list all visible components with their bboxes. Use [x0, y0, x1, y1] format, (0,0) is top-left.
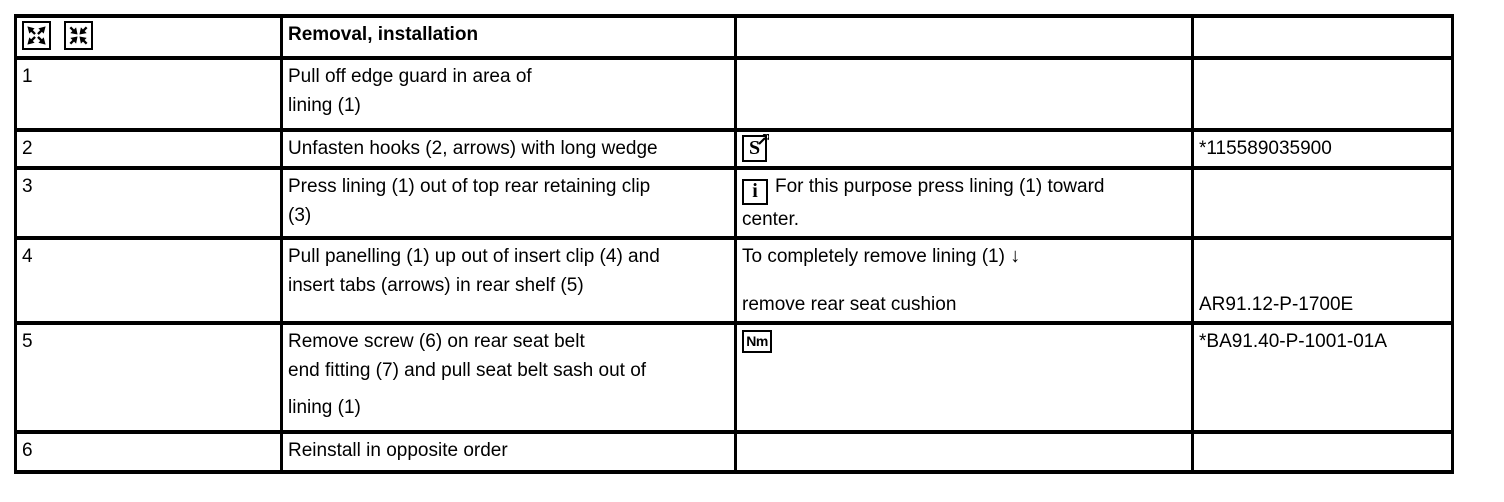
- reference-cell: [1191, 166, 1454, 240]
- step-number: 4: [22, 245, 33, 267]
- step-number: 5: [22, 330, 33, 352]
- step-number-cell: 5: [14, 320, 283, 434]
- note-text-top: To completely remove lining (1): [742, 245, 1005, 267]
- reference-cell: [1191, 429, 1454, 474]
- reference-cell: *115589035900: [1191, 128, 1454, 170]
- instruction-line: (3): [288, 205, 312, 226]
- note-cell: [734, 56, 1194, 132]
- arrow-down-icon: ↓: [1010, 244, 1021, 267]
- step-number: 6: [22, 439, 33, 461]
- instruction-line: Pull panelling (1) up out of insert clip…: [288, 245, 660, 267]
- step-number-cell: 2: [14, 128, 283, 170]
- instruction-cell: Remove screw (6) on rear seat belt end f…: [280, 320, 737, 434]
- table-row: 4 Pull panelling (1) up out of insert cl…: [14, 235, 1454, 325]
- instruction-cell: Pull off edge guard in area of lining (1…: [280, 56, 737, 132]
- instruction-cell: Pull panelling (1) up out of insert clip…: [280, 235, 737, 325]
- expand-arrows-icon[interactable]: [22, 21, 51, 50]
- instruction-line: Reinstall in opposite order: [288, 439, 508, 461]
- info-icon: i: [742, 178, 768, 205]
- torque-nm-icon: Nm: [742, 329, 772, 353]
- reference-cell: AR91.12-P-1700E: [1191, 235, 1454, 325]
- step-number: 1: [22, 66, 33, 87]
- header-title-cell: Removal, installation: [280, 14, 737, 60]
- wrench-mark-icon: [758, 134, 769, 146]
- note-cell: Nm: [734, 320, 1194, 434]
- procedure-table: Removal, installation 1 Pull off edge gu…: [14, 14, 1454, 474]
- note-cell: [734, 429, 1194, 474]
- torque-nm-icon-label: Nm: [746, 332, 768, 349]
- collapse-arrows-icon[interactable]: [64, 21, 94, 50]
- reference-code: *BA91.40-P-1001-01A: [1199, 330, 1388, 352]
- instruction-cell: Reinstall in opposite order: [280, 429, 737, 474]
- table-row: 5 Remove screw (6) on rear seat belt end…: [14, 320, 1454, 434]
- instruction-line: Press lining (1) out of top rear retaini…: [288, 176, 651, 197]
- step-number: 2: [22, 138, 33, 159]
- note-cell: S: [734, 128, 1194, 170]
- step-number: 3: [22, 176, 33, 197]
- table-row: 2 Unfasten hooks (2, arrows) with long w…: [14, 128, 1454, 170]
- note-text-line: center.: [742, 208, 800, 230]
- reference-code: *115589035900: [1199, 138, 1332, 159]
- step-number-cell: 6: [14, 429, 283, 474]
- instruction-line: end fitting (7) and pull seat belt sash …: [288, 359, 647, 381]
- info-icon-letter: i: [752, 180, 758, 202]
- table-header-row: Removal, installation: [14, 14, 1454, 60]
- table-title: Removal, installation: [288, 24, 479, 45]
- instruction-line: Pull off edge guard in area of: [288, 66, 532, 87]
- note-cell: To completely remove lining (1) ↓ remove…: [734, 235, 1194, 325]
- reference-cell: [1191, 56, 1454, 132]
- special-tool-icon-letter: S: [748, 137, 761, 160]
- step-number-cell: 1: [14, 56, 283, 132]
- instruction-line: lining (1): [288, 396, 361, 418]
- instruction-line: Remove screw (6) on rear seat belt: [288, 330, 585, 352]
- header-icons-cell: [14, 14, 283, 60]
- header-empty-cell-2: [1191, 14, 1454, 60]
- note-cell: i For this purpose press lining (1) towa…: [734, 166, 1194, 240]
- reference-cell: *BA91.40-P-1001-01A: [1191, 320, 1454, 434]
- table-row: 1 Pull off edge guard in area of lining …: [14, 56, 1454, 132]
- table-row: 3 Press lining (1) out of top rear retai…: [14, 166, 1454, 240]
- header-empty-cell-1: [734, 14, 1194, 60]
- reference-code: AR91.12-P-1700E: [1199, 293, 1354, 315]
- instruction-cell: Unfasten hooks (2, arrows) with long wed…: [280, 128, 737, 170]
- note-text-bottom: remove rear seat cushion: [742, 293, 957, 315]
- note-text-line: For this purpose press lining (1) toward: [775, 176, 1105, 197]
- instruction-line: Unfasten hooks (2, arrows) with long wed…: [288, 138, 658, 159]
- step-number-cell: 3: [14, 166, 283, 240]
- special-tool-icon: S: [742, 134, 769, 163]
- table-row: 6 Reinstall in opposite order: [14, 429, 1454, 474]
- instruction-line: insert tabs (arrows) in rear shelf (5): [288, 274, 584, 296]
- instruction-line: lining (1): [288, 95, 361, 116]
- instruction-cell: Press lining (1) out of top rear retaini…: [280, 166, 737, 240]
- step-number-cell: 4: [14, 235, 283, 325]
